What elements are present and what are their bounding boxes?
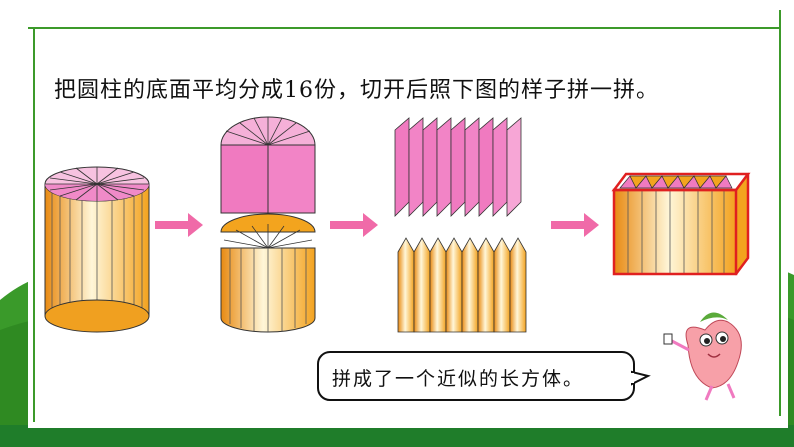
right-arrow-icon xyxy=(330,213,378,237)
half-cylinder-top xyxy=(220,116,316,214)
cylinder-figure xyxy=(44,166,150,333)
half-cylinder-bottom xyxy=(220,213,316,333)
orange-wedges xyxy=(397,237,527,333)
strawberry-mascot-icon xyxy=(663,312,742,401)
pink-wedges xyxy=(394,117,522,217)
cuboid-figure xyxy=(611,172,751,276)
speech-bubble-text: 拼成了一个近似的长方体。 xyxy=(332,368,585,390)
right-arrow-icon xyxy=(551,213,599,237)
right-arrow-icon xyxy=(155,213,203,237)
instruction-text: 把圆柱的底面平均分成16份，切开后照下图的样子拼一拼。 xyxy=(54,78,659,103)
speech-bubble xyxy=(317,351,651,401)
